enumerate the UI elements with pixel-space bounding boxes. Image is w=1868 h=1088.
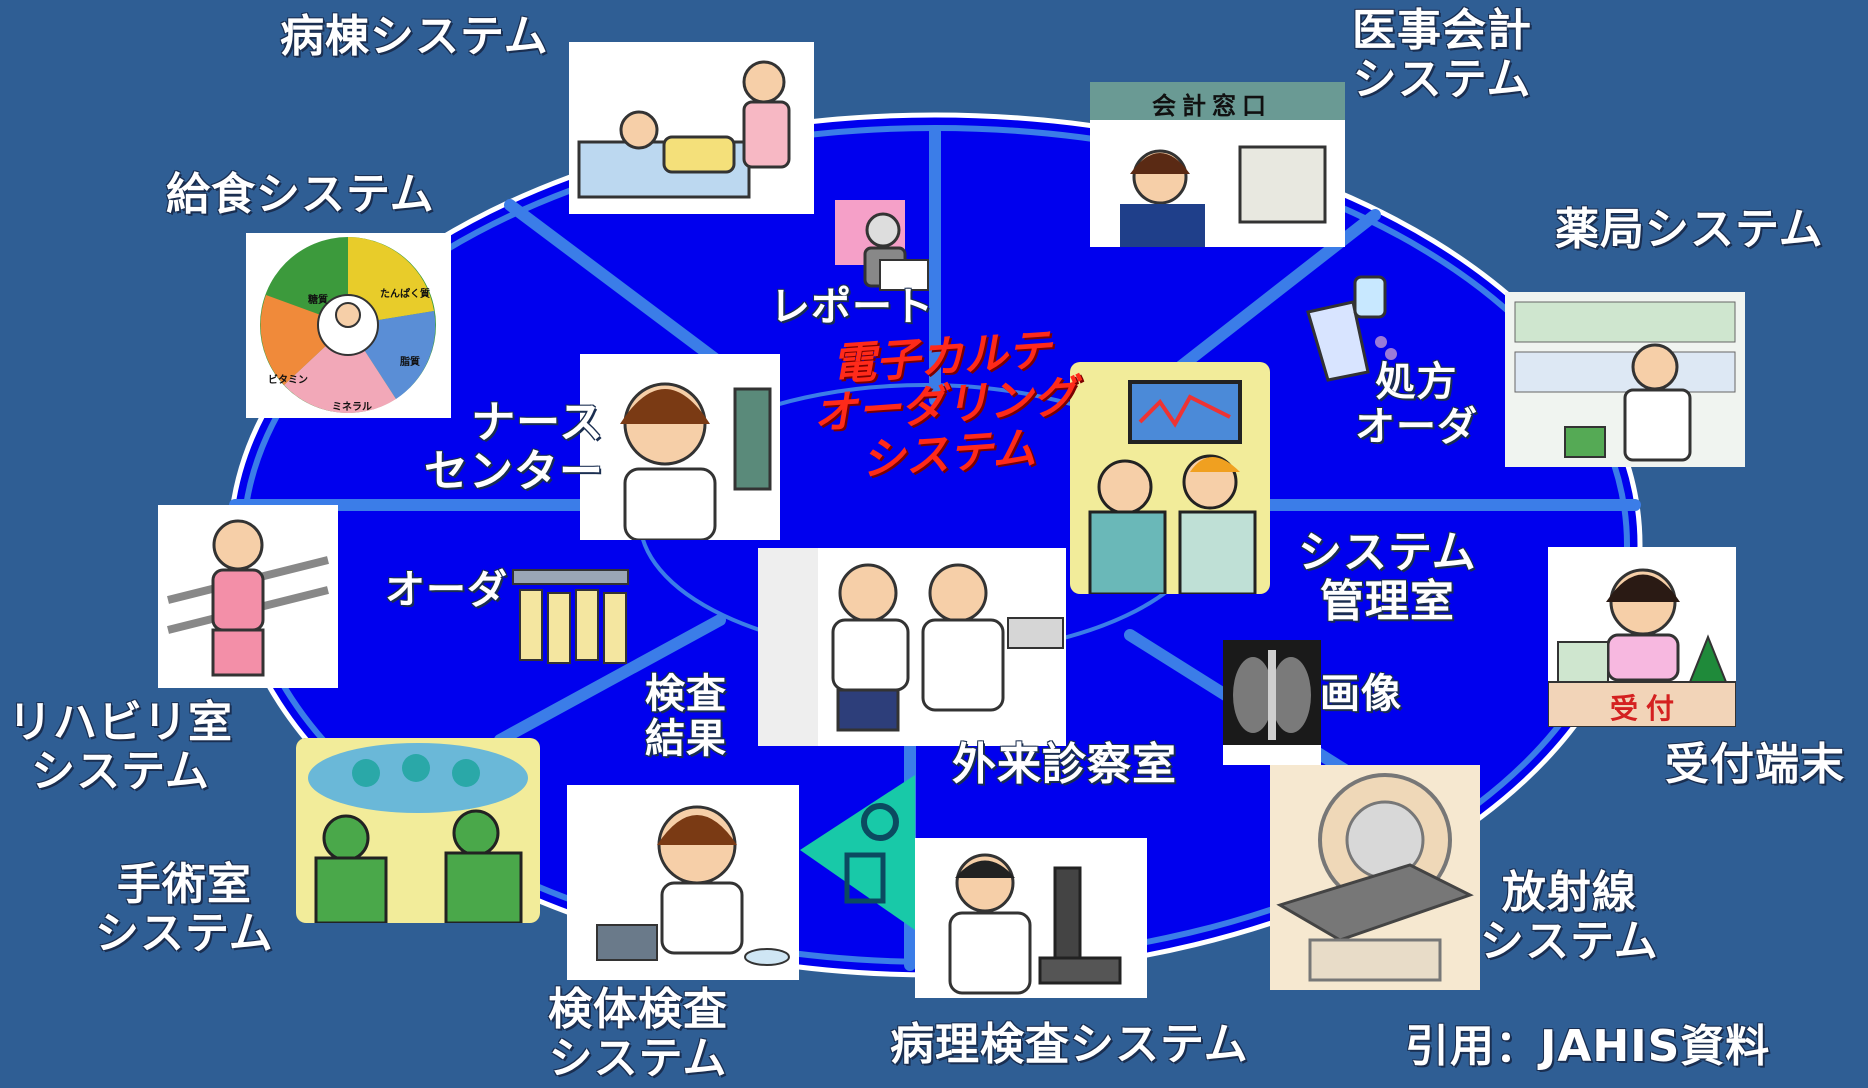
citation-text: 引用：JAHIS資料 <box>1405 1021 1771 1072</box>
label-billing-line-1: 医事会計 <box>1352 5 1532 56</box>
label-nurse-center: ナース センター <box>424 398 604 497</box>
report-doctor-icon <box>835 200 935 300</box>
rehab-illustration <box>158 505 338 688</box>
label-prescription-order: 処方 オーダ <box>1355 360 1478 450</box>
label-surgery-line-1: 手術室 <box>116 859 252 910</box>
label-exam-result-line-2: 結果 <box>645 715 727 762</box>
label-surgery-system: 手術室 システム <box>95 860 274 959</box>
label-prescription-line-1: 処方 <box>1375 359 1458 405</box>
label-pharmacy-system: 薬局システム <box>1555 204 1824 255</box>
label-specimen-line-2: システム <box>548 1033 728 1085</box>
label-prescription-line-2: オーダ <box>1355 403 1478 450</box>
clipboard-icon <box>844 852 886 904</box>
stethoscope-icon <box>861 803 899 841</box>
label-radiology-line-1: 放射線 <box>1501 867 1637 918</box>
label-nurse-line-1: ナース <box>471 397 604 448</box>
meal-wheel-label-fat: 脂質 <box>400 357 420 368</box>
xray-image <box>1223 640 1321 765</box>
meal-wheel-label-vitamin: ビタミン <box>268 375 308 386</box>
label-sysadmin-line-2: 管理室 <box>1319 576 1455 628</box>
radiology-ct-illustration <box>1270 765 1480 990</box>
label-exam-result: 検査 結果 <box>645 672 727 762</box>
meal-wheel-illustration: 糖質 たんぱく質 ビタミン ミネラル 脂質 <box>246 233 451 418</box>
label-billing-line-2: システム <box>1352 54 1532 106</box>
label-rehab-line-1: リハビリ室 <box>8 697 233 748</box>
prescription-medicine-icon <box>1303 272 1403 387</box>
label-exam-result-line-1: 検査 <box>645 671 727 717</box>
label-pathology-system: 病理検査システム <box>890 1019 1249 1070</box>
outpatient-exam-illustration <box>758 548 1066 746</box>
order-papers-icon <box>508 565 633 670</box>
pathology-microscope-illustration <box>915 838 1147 998</box>
label-surgery-line-2: システム <box>95 908 274 960</box>
center-title: 電子カルテ オーダリング システム <box>795 324 1094 489</box>
label-specimen-system: 検体検査 システム <box>548 985 728 1084</box>
billing-window-illustration: 会計窓口 <box>1090 82 1345 247</box>
meal-wheel-label-protein: たんぱく質 <box>380 289 430 300</box>
label-billing-system: 医事会計 システム <box>1352 6 1532 105</box>
label-order: オーダ <box>385 567 508 613</box>
label-specimen-line-1: 検体検査 <box>548 984 728 1035</box>
label-reception-terminal: 受付端末 <box>1665 739 1845 790</box>
spoke-bottom-left <box>494 614 726 746</box>
label-nurse-line-2: センター <box>424 446 604 498</box>
ward-illustration <box>569 42 814 214</box>
label-system-admin-room: システム 管理室 <box>1298 528 1477 627</box>
doctors-monitor-illustration <box>1070 362 1270 594</box>
reception-illustration: 受付 <box>1548 547 1736 727</box>
label-radiology-system: 放射線 システム <box>1480 868 1659 967</box>
nurse-phone-illustration <box>580 354 780 540</box>
reception-sign: 受付 <box>1610 692 1683 725</box>
label-rehab-line-2: システム <box>31 746 210 798</box>
label-sysadmin-line-1: システム <box>1298 527 1477 578</box>
label-meal-system: 給食システム <box>166 169 435 220</box>
meal-wheel-label-sugar: 糖質 <box>308 295 328 306</box>
label-report: レポート <box>770 284 934 330</box>
label-ward-system: 病棟システム <box>280 11 549 62</box>
label-radiology-line-2: システム <box>1480 916 1659 968</box>
surgery-illustration <box>296 738 540 923</box>
label-rehab-system: リハビリ室 システム <box>8 698 233 797</box>
specimen-lab-illustration <box>567 785 799 980</box>
label-image: 画像 <box>1320 671 1402 717</box>
label-outpatient-room: 外来診察室 <box>952 739 1177 790</box>
meal-wheel-label-mineral: ミネラル <box>332 402 372 413</box>
pharmacy-illustration <box>1505 292 1745 467</box>
billing-window-sign: 会計窓口 <box>1152 92 1272 120</box>
